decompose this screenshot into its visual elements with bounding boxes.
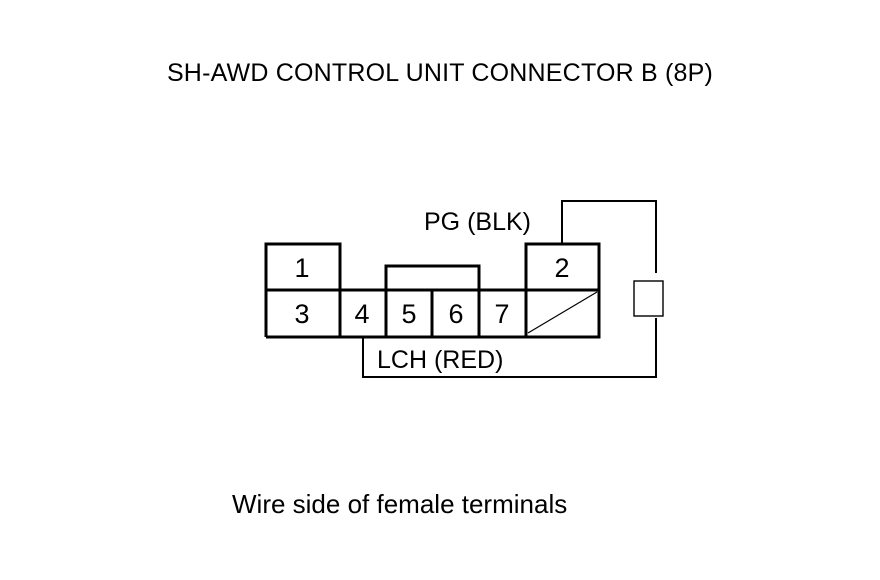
key-bump: [384, 264, 481, 290]
diagram-caption: Wire side of female terminals: [232, 489, 568, 519]
diagram-title: SH-AWD CONTROL UNIT CONNECTOR B (8P): [166, 59, 714, 87]
pg-wire-label: PG (BLK): [424, 208, 531, 236]
terminal-1-label: 1: [294, 253, 309, 283]
meter-component: [633, 280, 664, 317]
terminal-5-label: 5: [401, 299, 416, 329]
terminal-4-label: 4: [354, 299, 369, 329]
pg-wire: [561, 200, 657, 273]
terminal-7-label: 7: [494, 299, 509, 329]
lch-wire: [362, 318, 657, 378]
connector-body: [264, 242, 601, 339]
lch-wire-label: LCH (RED): [377, 346, 503, 374]
terminal-2-label: 2: [554, 253, 569, 283]
unused-terminal-slash: [527, 291, 598, 334]
terminal-3-label: 3: [294, 299, 309, 329]
terminal-labels: 1 2 3 4 5 6 7: [294, 253, 569, 329]
terminal-6-label: 6: [448, 299, 463, 329]
wiring: [362, 200, 657, 378]
